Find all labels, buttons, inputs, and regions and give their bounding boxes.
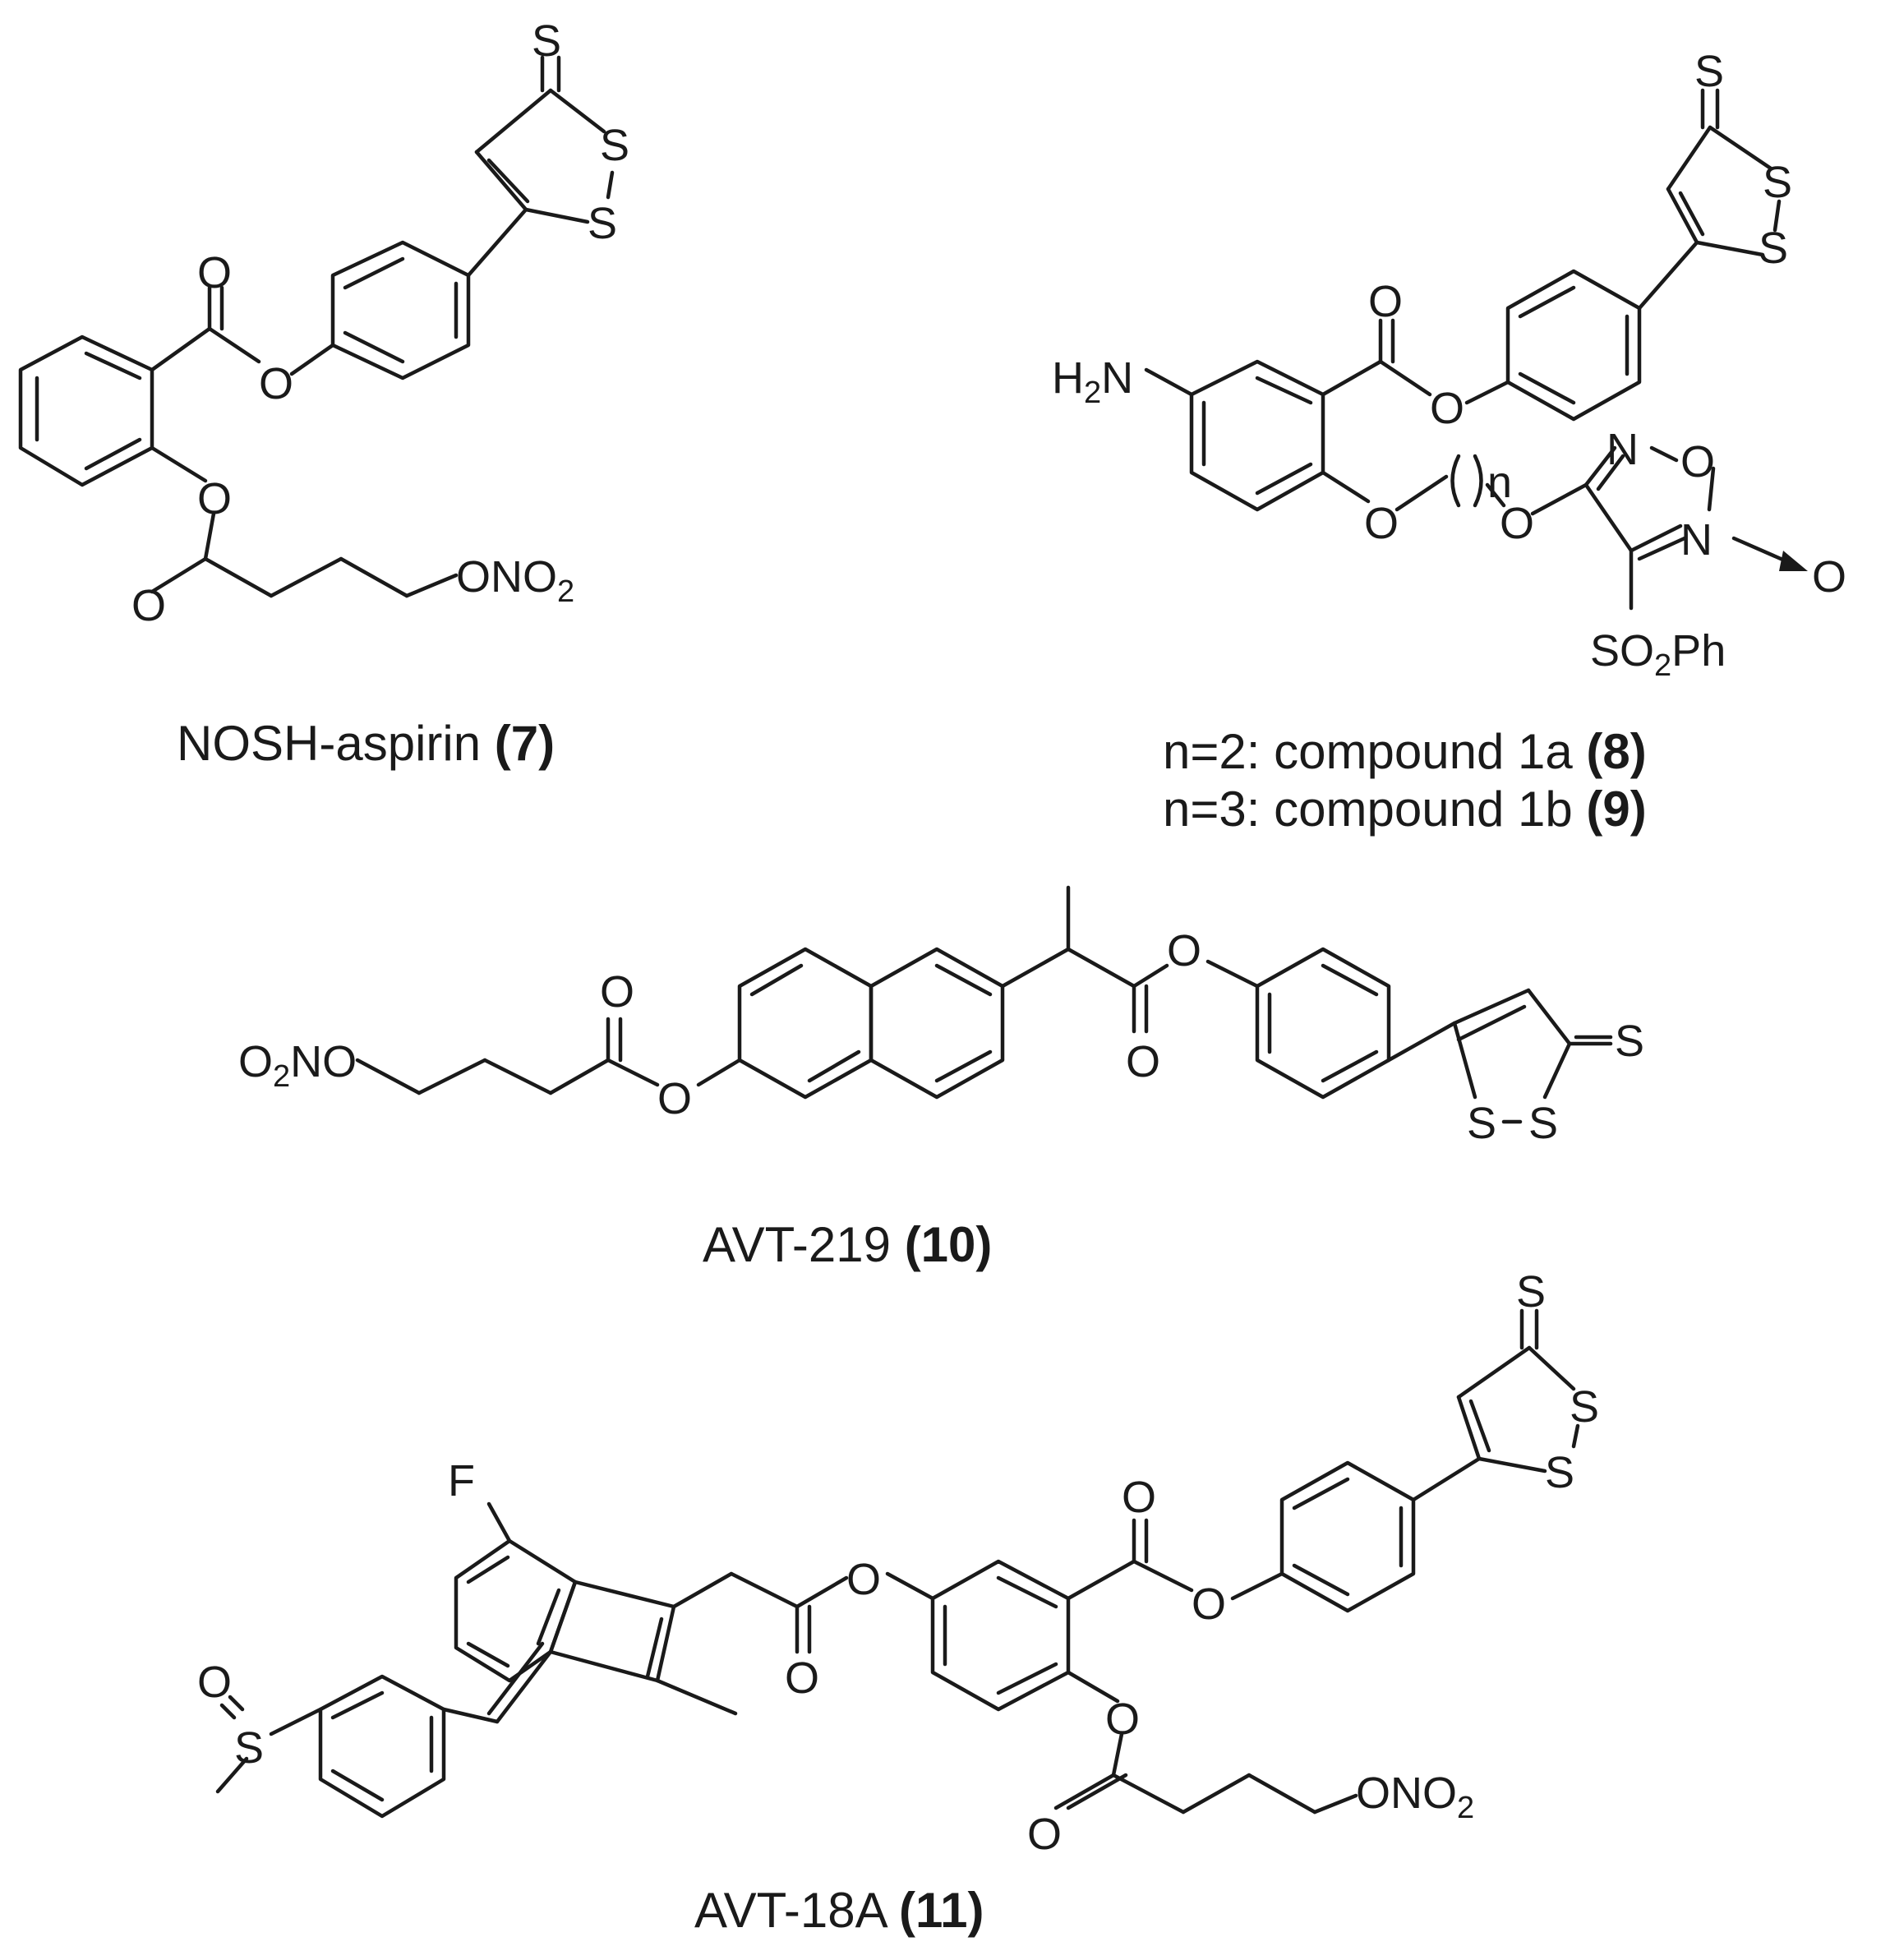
atom-s: S (1545, 1448, 1574, 1497)
atom-o: O (197, 474, 232, 523)
atom-o: O (1430, 384, 1464, 433)
so2ph-group: SO2Ph (1590, 626, 1726, 683)
atom-o: O (846, 1555, 881, 1604)
atom-s: S (532, 16, 561, 66)
atom-o: O (1167, 926, 1201, 975)
atom-s: S (1763, 158, 1792, 207)
compound-1a-1b-atom-labels: S S S O O H2N O n O N O N O SO2Ph (1052, 47, 1846, 683)
atom-o: O (1105, 1695, 1140, 1744)
atom-n: N (1606, 425, 1639, 474)
atom-o: O (1126, 1037, 1160, 1086)
atom-s: S (1694, 47, 1724, 96)
atom-o: O (1680, 437, 1715, 487)
atom-s: S (1516, 1267, 1546, 1317)
atom-o: O (1027, 1810, 1062, 1859)
atom-o: O (1122, 1473, 1156, 1522)
atom-o: O (197, 1658, 232, 1707)
nosh-aspirin-structure (18, 55, 615, 598)
avt-18a-atom-labels: S S S O O O O ONO2 O O F O S (197, 1267, 1599, 1859)
atom-o: O (657, 1074, 692, 1123)
atom-s: S (1528, 1099, 1558, 1148)
caption-nosh-aspirin: NOSH-aspirin (7) (177, 716, 555, 771)
avt-219-atom-labels: O2NO O O O O S S S (238, 926, 1644, 1148)
atom-s: S (1570, 1382, 1599, 1432)
atom-s: S (1467, 1099, 1496, 1148)
chain-n-label: n (1487, 458, 1512, 507)
atom-o: O (600, 967, 634, 1017)
atom-s: S (600, 121, 629, 170)
atom-n: N (1680, 515, 1713, 565)
atom-o: O (131, 581, 166, 630)
compound-1a-1b-structure (1144, 88, 1808, 611)
avt-219-structure (355, 885, 1613, 1124)
ono2-group: ONO2 (1356, 1769, 1474, 1825)
atom-o: O (1192, 1580, 1226, 1629)
atom-o: O (259, 359, 293, 408)
atom-o: O (1812, 552, 1846, 602)
caption-avt-219: AVT-219 (10) (703, 1217, 992, 1272)
atom-f: F (448, 1456, 475, 1506)
o2no-group: O2NO (238, 1037, 357, 1094)
atom-s: S (588, 199, 617, 248)
atom-o: O (197, 248, 232, 297)
caption-avt-18a: AVT-18A (11) (694, 1883, 984, 1938)
atom-o: O (785, 1653, 819, 1703)
caption-compound-1b: n=3: compound 1b (9) (1163, 782, 1647, 837)
avt-18a-structure (215, 1308, 1580, 1819)
nosh-aspirin-atom-labels: S S S O O O O ONO2 (131, 16, 629, 630)
atom-s: S (1615, 1017, 1644, 1066)
ono2-group: ONO2 (456, 552, 574, 609)
nh2-group: H2N (1052, 353, 1133, 410)
atom-o: O (1368, 277, 1403, 326)
caption-compound-1a: n=2: compound 1a (8) (1163, 724, 1647, 779)
atom-s: S (234, 1723, 264, 1773)
atom-o: O (1364, 499, 1399, 548)
atom-o: O (1500, 499, 1534, 548)
atom-s: S (1759, 224, 1788, 273)
